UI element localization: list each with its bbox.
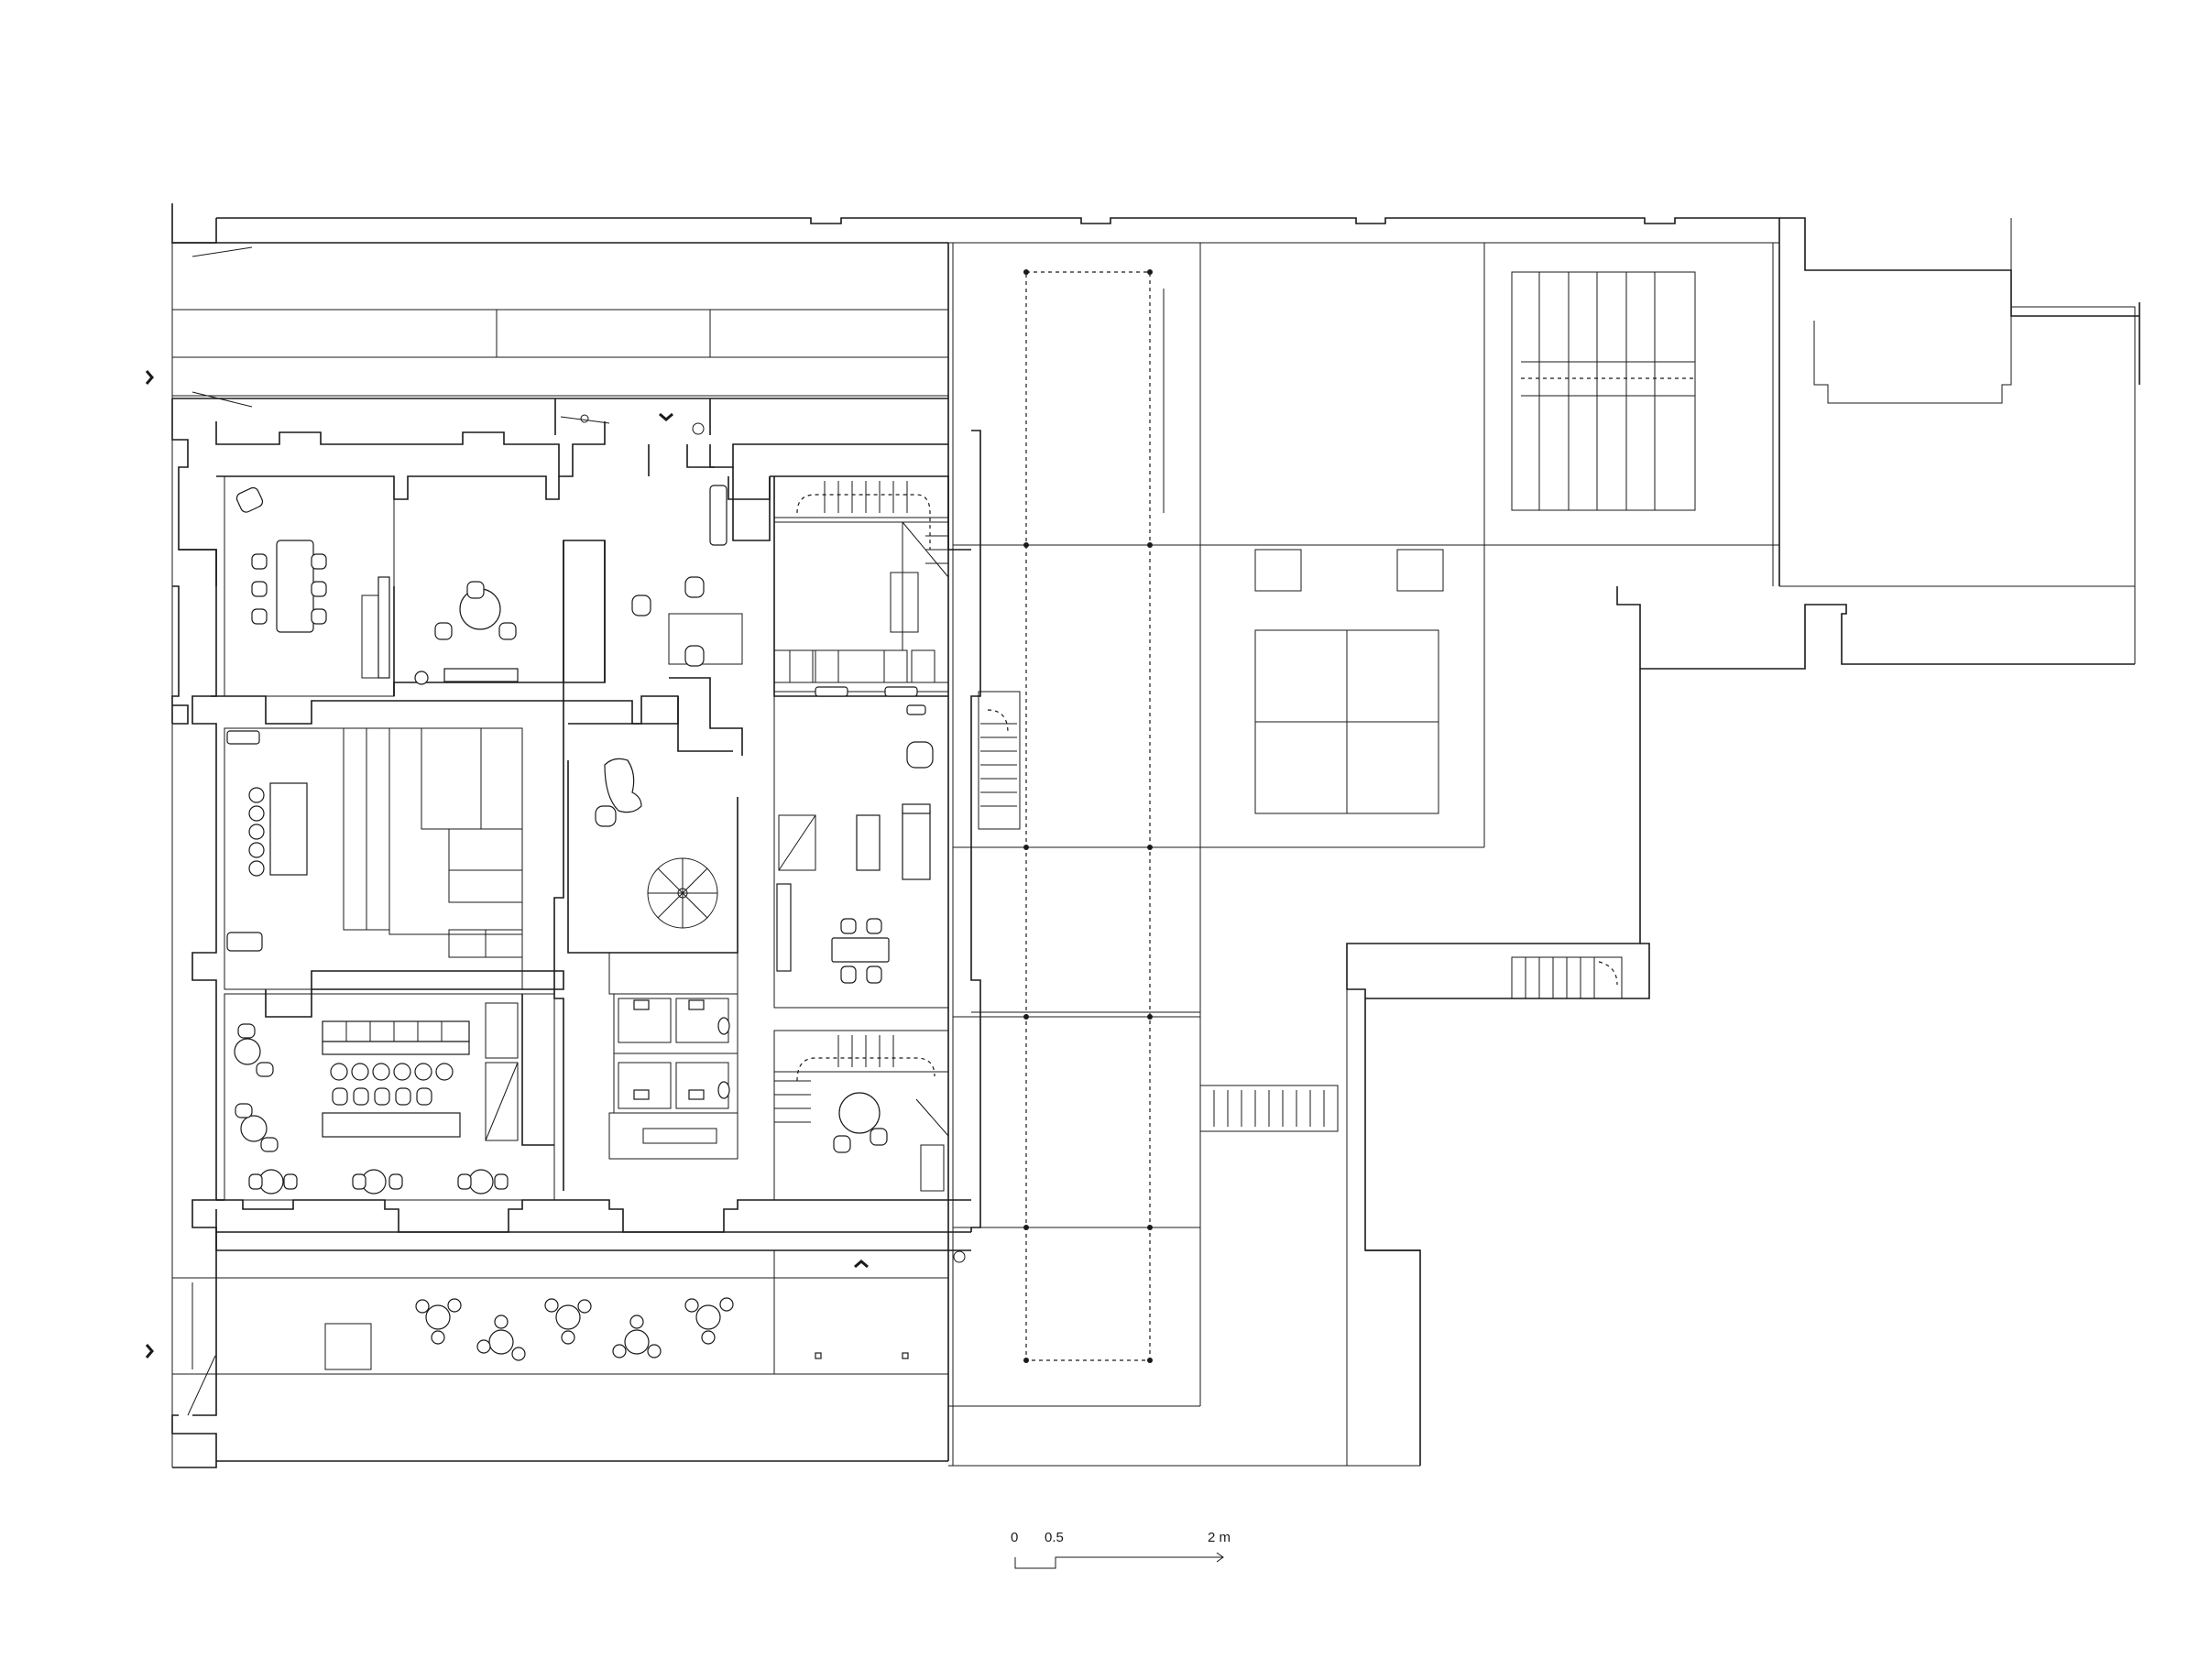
scale-label-2m: 2 m bbox=[1208, 1530, 1231, 1545]
furniture bbox=[226, 485, 934, 1195]
right-block bbox=[948, 217, 2140, 1467]
room-walls-centre bbox=[567, 444, 949, 1201]
canopy-outline bbox=[953, 269, 1200, 1363]
terrace bbox=[172, 1250, 948, 1416]
right-stairs bbox=[1199, 271, 1696, 1132]
scale-bar bbox=[1014, 1552, 1224, 1569]
entry-markers bbox=[145, 370, 966, 1358]
scale-label-0-5: 0.5 bbox=[1045, 1530, 1064, 1545]
room-walls-left bbox=[211, 475, 679, 1201]
scale-label-0: 0 bbox=[1011, 1530, 1019, 1545]
internal-stairs bbox=[647, 475, 1021, 1192]
